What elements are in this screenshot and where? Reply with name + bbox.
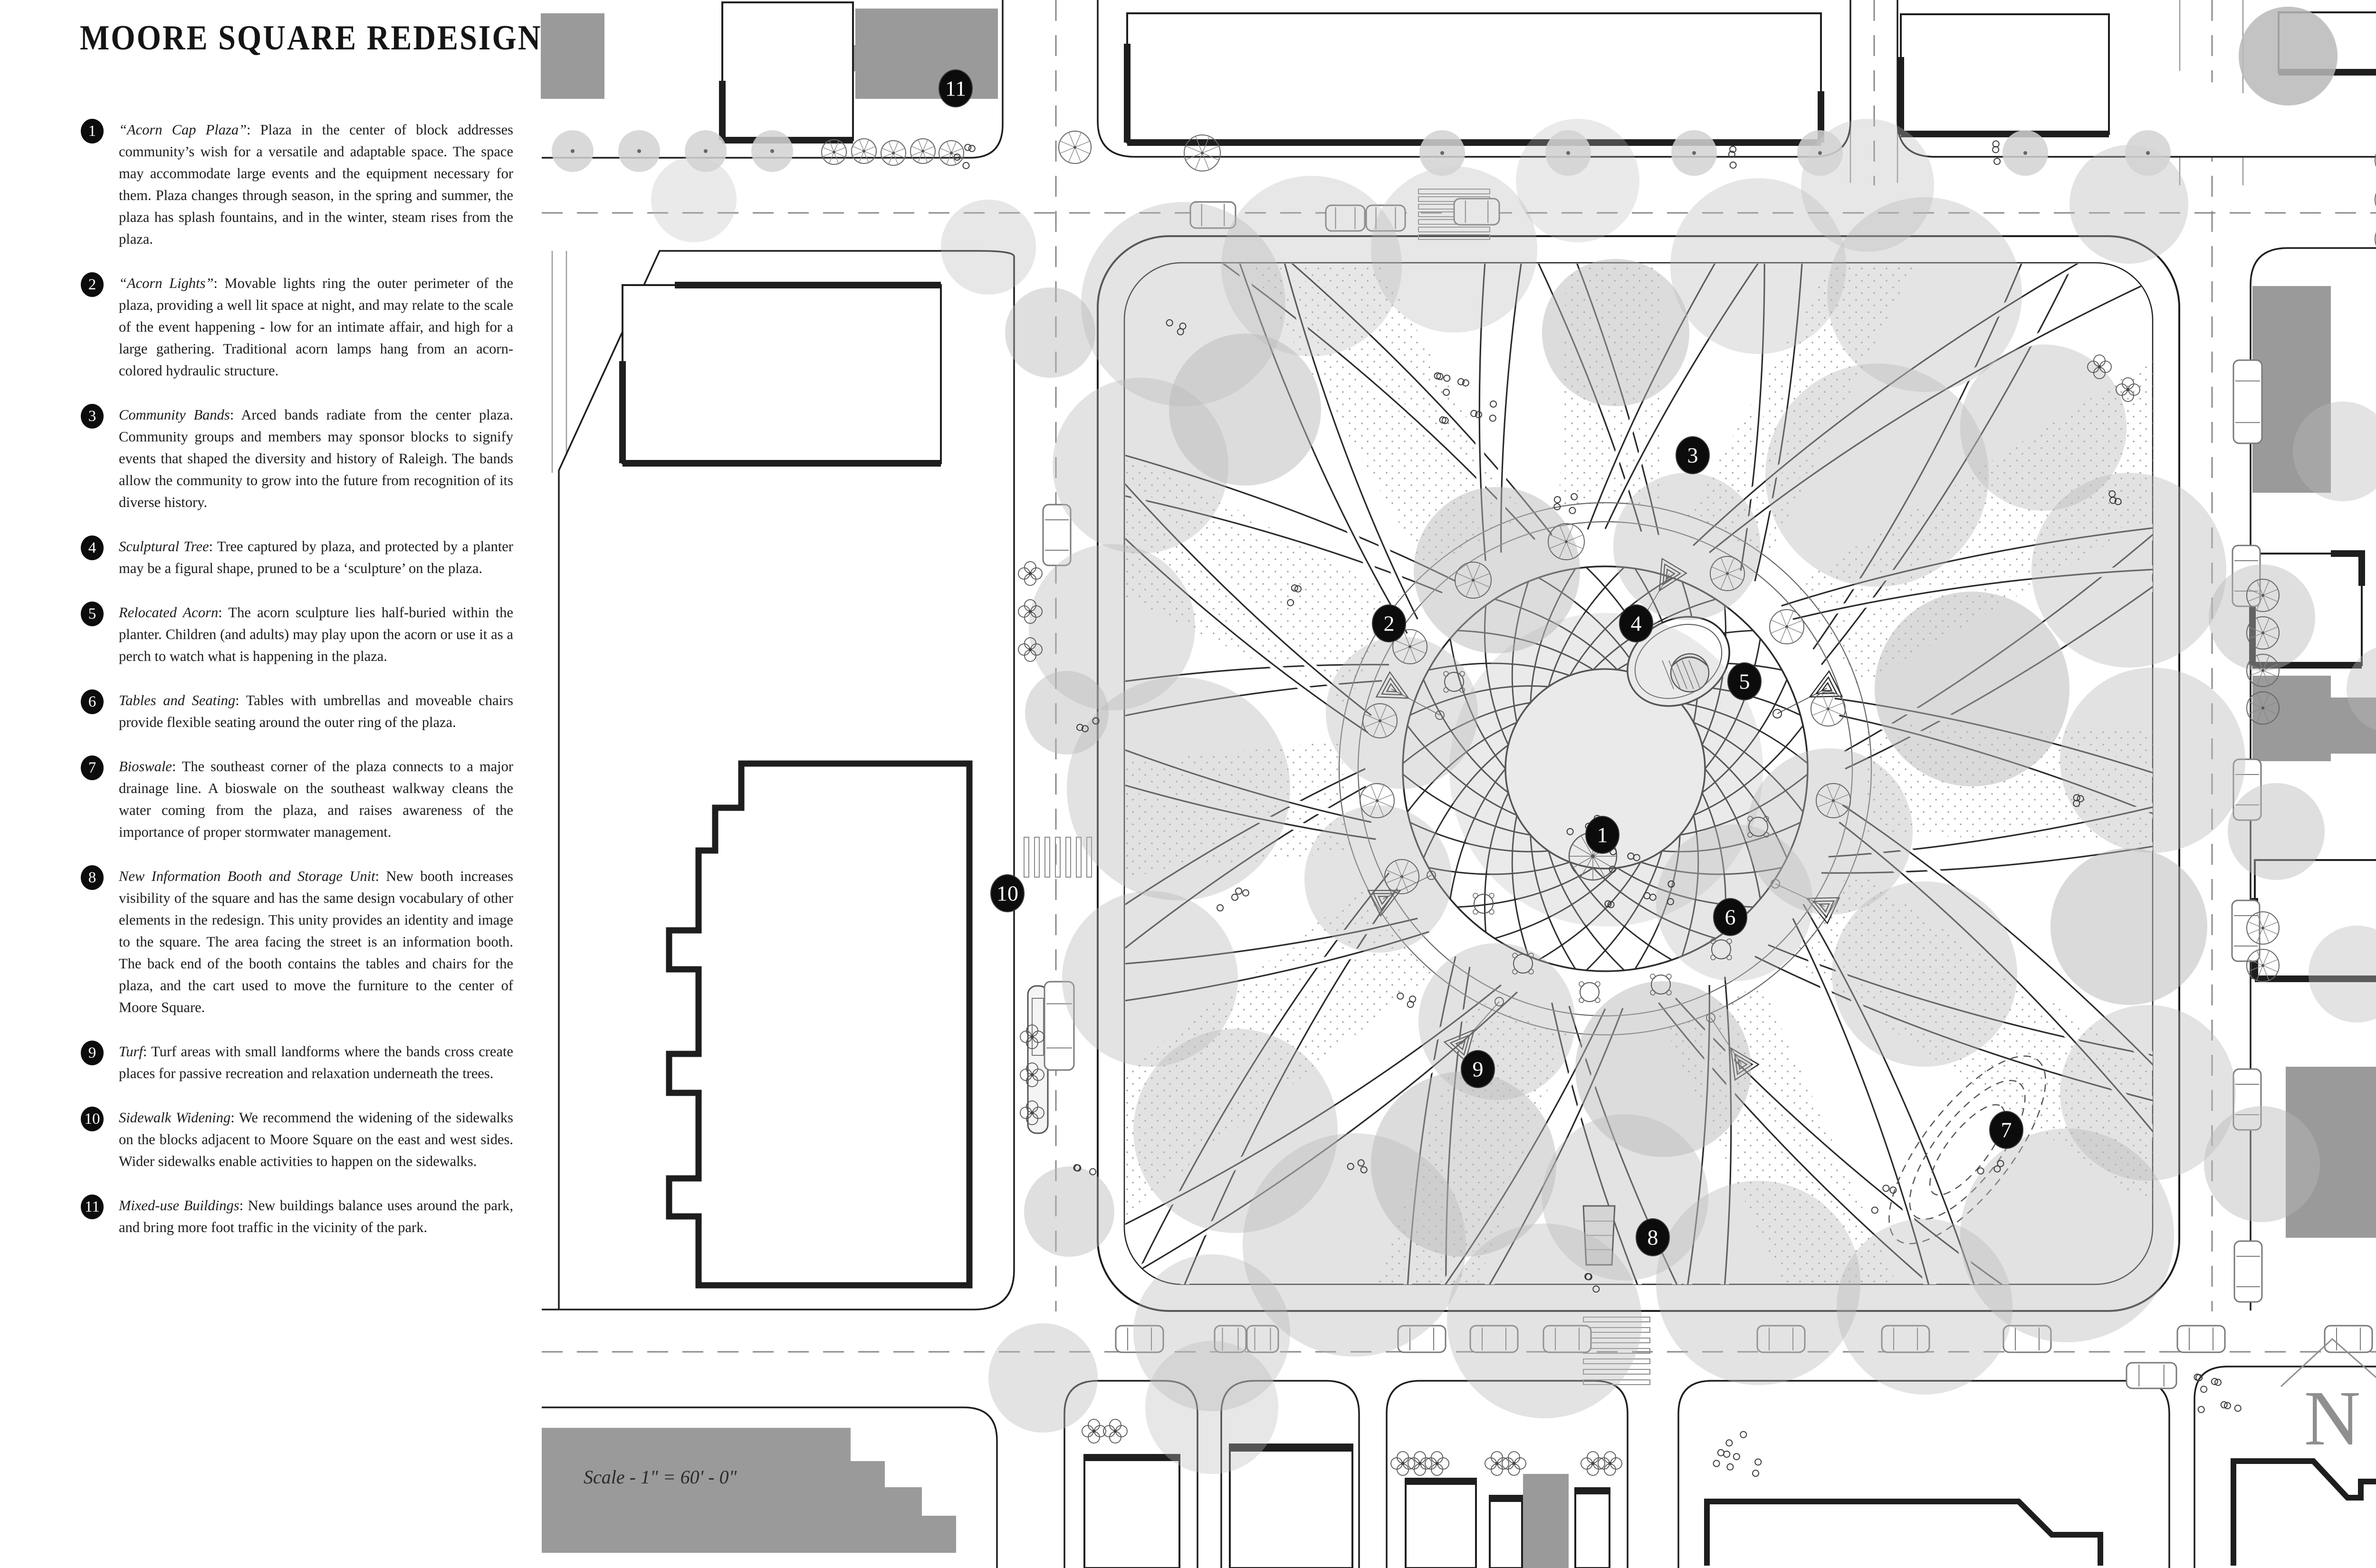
legend-item-title: “Acorn Lights” [119, 275, 214, 291]
legend-item-text: Sidewalk Widening: We recommend the wide… [119, 1109, 514, 1169]
legend-item-number: 6 [81, 689, 104, 714]
map-labels: N Scale - 1" = 60' - 0" [584, 1338, 2376, 1488]
legend-item-text: Mixed-use Buildings: New buildings balan… [119, 1197, 513, 1235]
map-marker-2: 2 [1372, 604, 1406, 642]
legend-item-text: Turf: Turf areas with small landforms wh… [119, 1043, 513, 1081]
svg-text:7: 7 [2001, 1118, 2012, 1142]
legend-item-number: 4 [81, 535, 104, 560]
legend-item-title: Turf [119, 1043, 143, 1060]
legend-item-title: Community Bands [119, 407, 230, 423]
legend-item-title: Sidewalk Widening [119, 1109, 231, 1126]
legend-item-2: 2 “Acorn Lights”: Movable lights ring the… [81, 272, 516, 382]
street-centerlines [542, 0, 2376, 1353]
legend-item-number: 1 [81, 119, 104, 143]
legend-item-text: New Information Booth and Storage Unit: … [119, 868, 513, 1015]
legend-item-4: 4 Sculptural Tree: Tree captured by plaza… [81, 535, 516, 579]
legend-item-number: 9 [81, 1041, 104, 1065]
scale-label: Scale - 1" = 60' - 0" [584, 1466, 737, 1488]
legend-item-9: 9 Turf: Turf areas with small landforms w… [81, 1041, 516, 1084]
legend-item-3: 3 Community Bands: Arced bands radiate fr… [81, 404, 516, 513]
legend-item-number: 10 [81, 1107, 104, 1131]
svg-text:1: 1 [1597, 823, 1608, 847]
legend-item-number: 3 [81, 404, 104, 429]
map-marker-1: 1 [1585, 816, 1619, 854]
svg-text:3: 3 [1687, 443, 1698, 468]
legend-item-text: “Acorn Lights”: Movable lights ring the … [119, 275, 513, 379]
tree-symbols [821, 131, 2376, 1476]
legend-item-number: 11 [81, 1195, 104, 1219]
svg-text:6: 6 [1725, 905, 1736, 929]
svg-text:11: 11 [945, 76, 966, 101]
legend-item-title: Bioswale [119, 758, 172, 774]
legend-item-7: 7 Bioswale: The southeast corner of the p… [81, 755, 516, 843]
legend-item-number: 5 [81, 602, 104, 626]
legend-item-text: Community Bands: Arced bands radiate fro… [119, 407, 513, 510]
legend-item-10: 10 Sidewalk Widening: We recommend the wi… [81, 1107, 516, 1172]
map-marker-5: 5 [1727, 662, 1762, 700]
map-marker-7: 7 [1989, 1111, 2023, 1149]
map-markers: 1 2 3 4 5 6 7 8 9 10 11 [939, 69, 2023, 1256]
tree-canopies [552, 7, 2376, 1474]
legend-item-title: “Acorn Cap Plaza” [119, 122, 247, 138]
svg-text:4: 4 [1631, 612, 1642, 636]
north-arrow-icon [2280, 1338, 2376, 1387]
svg-text:5: 5 [1739, 669, 1750, 694]
map-marker-9: 9 [1461, 1050, 1495, 1088]
acorn-cap-plaza [1338, 502, 2046, 1266]
svg-text:9: 9 [1473, 1057, 1484, 1081]
legend-item-title: New Information Booth and Storage Unit [119, 868, 375, 884]
legend-item-title: Sculptural Tree [119, 538, 209, 555]
map-marker-11: 11 [939, 69, 973, 107]
legend-item-1: 1 “Acorn Cap Plaza”: Plaza in the center … [81, 119, 516, 250]
legend-item-title: Tables and Seating [119, 692, 236, 708]
legend-item-text: Sculptural Tree: Tree captured by plaza,… [119, 538, 513, 576]
legend-item-number: 8 [81, 865, 104, 890]
map-marker-6: 6 [1713, 898, 1747, 936]
page-title: MOORE SQUARE REDESIGN [80, 19, 542, 57]
legend-item-text: Bioswale: The southeast corner of the pl… [119, 758, 513, 840]
legend-item-text: Tables and Seating: Tables with umbrella… [119, 692, 514, 730]
legend-item-number: 7 [81, 755, 104, 780]
map-marker-8: 8 [1636, 1218, 1670, 1256]
legend-item-number: 2 [81, 272, 104, 297]
legend-list: 1 “Acorn Cap Plaza”: Plaza in the center … [81, 119, 516, 1261]
legend-item-11: 11 Mixed-use Buildings: New buildings bal… [81, 1195, 516, 1238]
map-marker-4: 4 [1619, 604, 1653, 642]
svg-text:2: 2 [1384, 612, 1395, 636]
map-marker-3: 3 [1676, 436, 1710, 474]
legend-item-6: 6 Tables and Seating: Tables with umbrell… [81, 689, 516, 733]
legend-item-5: 5 Relocated Acorn: The acorn sculpture li… [81, 602, 516, 667]
svg-text:8: 8 [1648, 1225, 1658, 1250]
legend-item-title: Mixed-use Buildings [119, 1197, 240, 1214]
legend-item-text: Relocated Acorn: The acorn sculpture lie… [119, 604, 513, 664]
legend-item-title: Relocated Acorn [119, 604, 219, 621]
map-marker-10: 10 [990, 874, 1025, 912]
north-label: N [2304, 1375, 2360, 1462]
legend-item-text: “Acorn Cap Plaza”: Plaza in the center o… [119, 122, 514, 247]
svg-text:10: 10 [996, 881, 1018, 906]
people-figures [953, 140, 2242, 1477]
legend-item-8: 8 New Information Booth and Storage Unit:… [81, 865, 516, 1018]
